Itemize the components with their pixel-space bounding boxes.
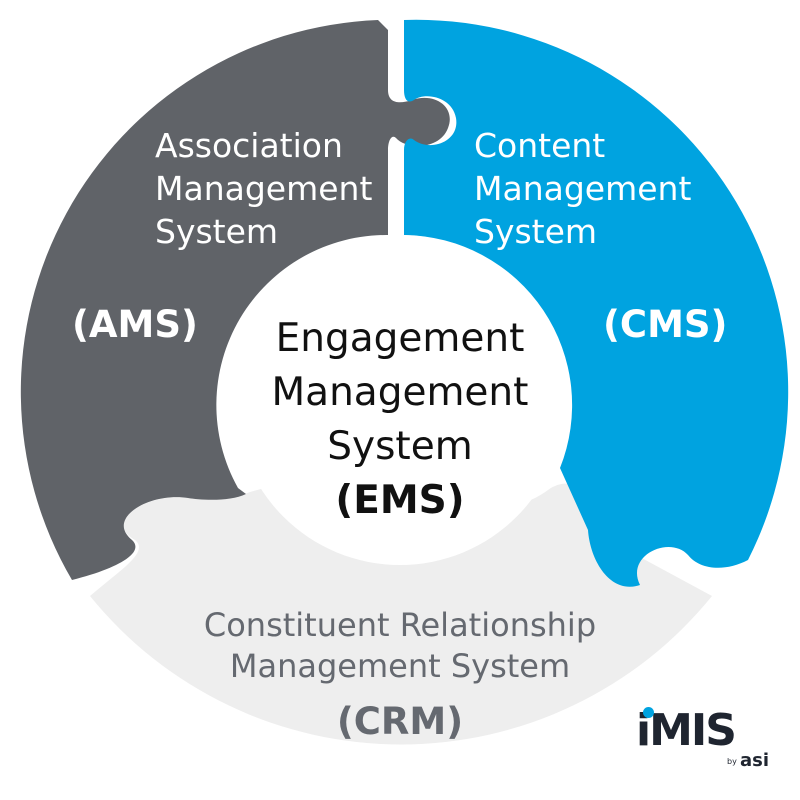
ems-center-label: Engagement Management System (EMS)	[255, 312, 545, 528]
logo-dot-icon	[643, 707, 654, 718]
ams-name-line-3: System	[155, 212, 279, 251]
ams-segment	[20, 20, 450, 580]
imis-logo: iMIS by asi	[636, 700, 786, 780]
ams-name-line-1: Association	[155, 126, 343, 165]
center-circle	[235, 235, 565, 565]
crm-name-line-1: Constituent Relationship	[203, 606, 597, 644]
cms-name-line-1: Content	[474, 126, 606, 165]
cms-name: Content Management System	[474, 124, 691, 253]
logo-asi-text: asi	[740, 750, 770, 771]
crm-name-line-2: Management System	[229, 647, 571, 685]
crm-abbreviation: (CRM)	[336, 700, 464, 743]
cms-segment	[404, 19, 789, 587]
ems-abbreviation: (EMS)	[335, 478, 465, 523]
ams-abbreviation: (AMS)	[72, 303, 198, 346]
crm-label: Constituent Relationship Management Syst…	[150, 605, 650, 744]
ems-name-line-1: Engagement	[275, 316, 525, 361]
crm-segment	[90, 470, 712, 745]
cms-abbreviation: (CMS)	[603, 303, 728, 346]
logo-by-text: by	[727, 757, 737, 766]
cms-name-line-3: System	[474, 212, 598, 251]
ams-name: Association Management System	[155, 124, 372, 253]
cms-name-line-2: Management	[474, 169, 692, 208]
ems-name-line-3: System	[327, 424, 473, 469]
ams-name-line-2: Management	[155, 169, 373, 208]
ems-name-line-2: Management	[271, 370, 529, 415]
